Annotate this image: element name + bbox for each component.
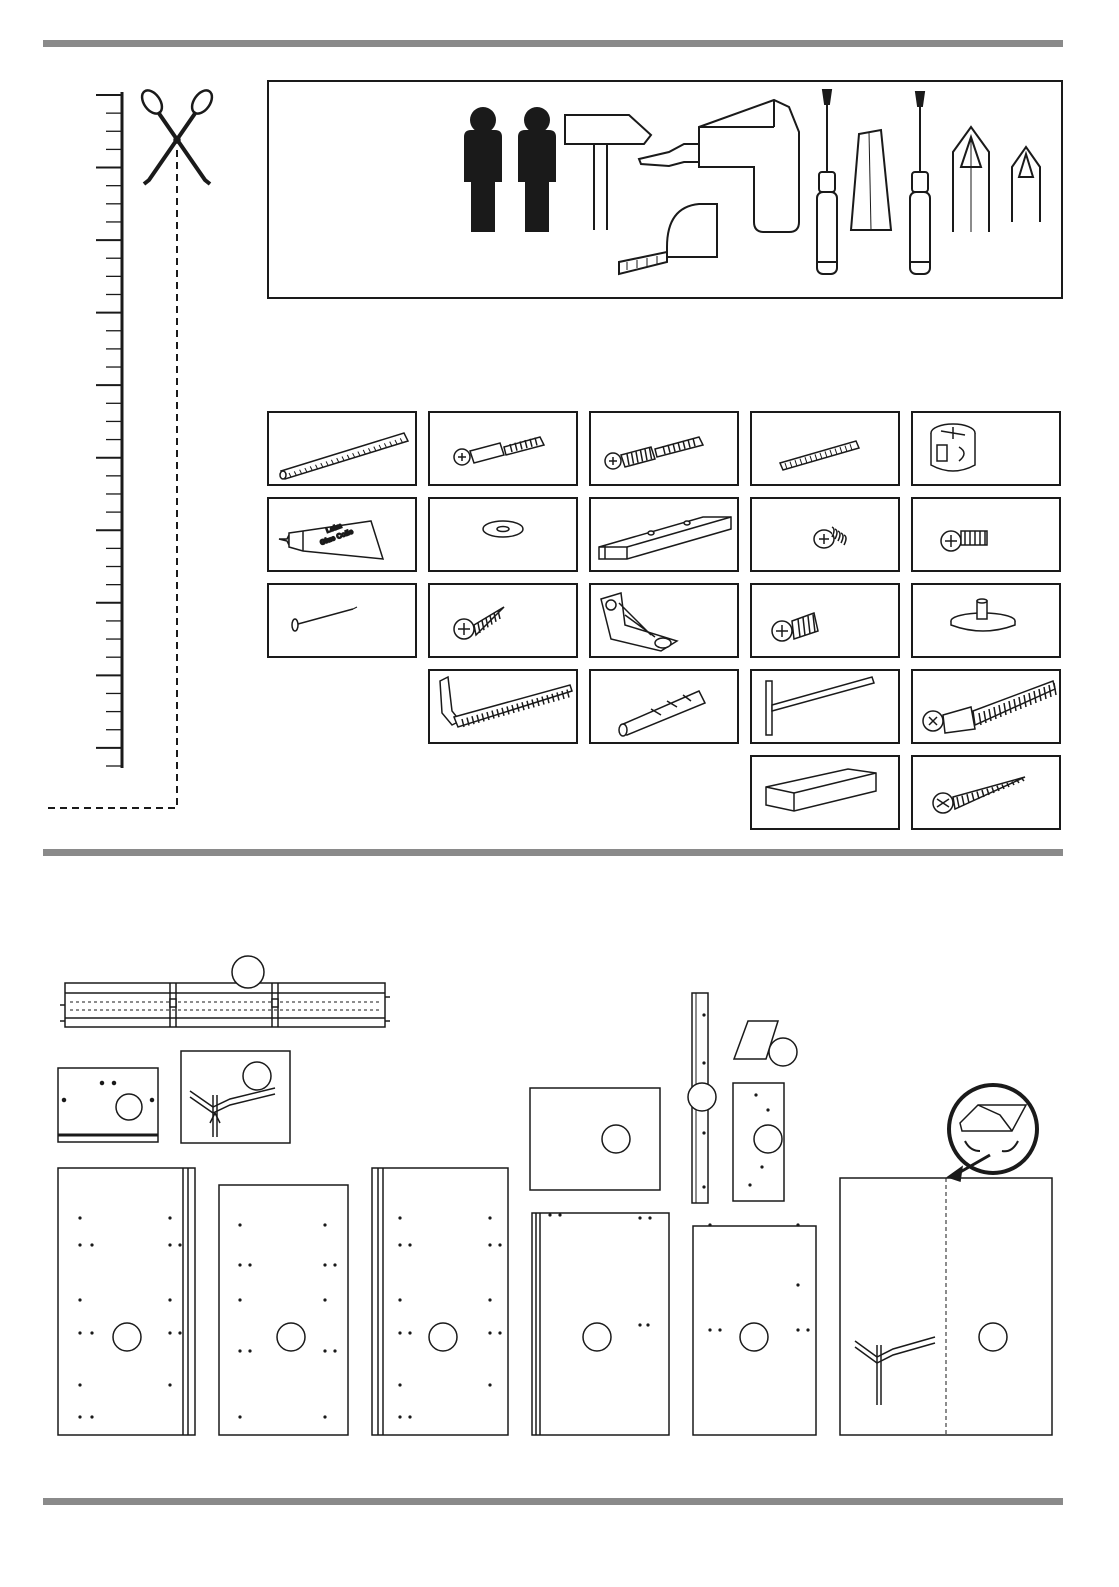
small-panel xyxy=(58,1068,158,1142)
nail-icon xyxy=(269,585,415,656)
panels-diagram xyxy=(50,955,1065,1445)
hardware-item xyxy=(428,497,578,572)
long-rail-panel xyxy=(60,956,390,1027)
cam-bolt-icon xyxy=(430,413,576,484)
side-panel-middle xyxy=(219,1185,348,1435)
cut-out-ruler xyxy=(40,80,240,820)
phillips-bit-small-icon xyxy=(1012,147,1040,222)
hardware-item xyxy=(589,669,739,744)
cam-bolt-ribbed-icon xyxy=(591,413,737,484)
tools-illustration xyxy=(269,82,1061,297)
hardware-item xyxy=(428,669,578,744)
cut-line xyxy=(48,150,177,808)
hardware-item xyxy=(750,669,900,744)
flip-over-detail-icon xyxy=(948,1085,1037,1181)
hardware-item xyxy=(911,497,1061,572)
folded-back-panel xyxy=(840,1178,1052,1435)
hardware-item xyxy=(589,497,739,572)
flathead-screwdriver-icon xyxy=(817,90,837,274)
hardware-item xyxy=(428,411,578,486)
scissors-icon xyxy=(138,87,216,184)
long-wood-screw-icon xyxy=(913,757,1059,828)
cam-lock-icon xyxy=(913,413,1059,484)
flat-bit-icon xyxy=(851,130,891,230)
top-panel xyxy=(530,1088,660,1190)
drill-icon xyxy=(639,100,799,232)
furniture-glide-icon xyxy=(913,585,1059,656)
hardware-item xyxy=(267,411,417,486)
phillips-bit-large-icon xyxy=(953,127,989,232)
hardware-item xyxy=(911,755,1061,830)
hardware-item xyxy=(750,583,900,658)
side-panel-right xyxy=(372,1168,508,1435)
hardware-item xyxy=(267,583,417,658)
wooden-dowel-small-icon xyxy=(752,413,898,484)
side-panel-left xyxy=(58,1168,195,1435)
euro-screw-icon xyxy=(752,585,898,656)
hardware-item xyxy=(911,583,1061,658)
hardware-item xyxy=(428,583,578,658)
phillips-screwdriver-icon xyxy=(910,92,930,274)
short-screw-icon xyxy=(752,499,898,570)
hardware-item xyxy=(589,411,739,486)
angle-bracket-icon xyxy=(591,585,737,656)
narrow-panel xyxy=(733,1083,784,1201)
wall-plug-icon xyxy=(591,671,737,742)
top-divider xyxy=(43,40,1063,47)
tools-panel xyxy=(267,80,1063,299)
wooden-dowel-large-icon xyxy=(269,413,415,484)
two-people-icon xyxy=(464,107,556,232)
vertical-strip-panel xyxy=(688,993,716,1203)
small-parallelogram-part xyxy=(734,1021,797,1066)
hardware-item xyxy=(589,583,739,658)
drawer-runner-icon xyxy=(591,499,737,570)
chipboard-screw-icon xyxy=(430,585,576,656)
allen-key-icon xyxy=(752,671,898,742)
hammer-icon xyxy=(565,115,651,230)
middle-divider xyxy=(43,849,1063,856)
hardware-item xyxy=(750,497,900,572)
confirmat-screw-icon xyxy=(913,671,1059,742)
hook-screw-icon xyxy=(430,671,576,742)
washer-icon xyxy=(430,499,576,570)
hardware-item xyxy=(911,669,1061,744)
machine-screw-icon xyxy=(913,499,1059,570)
hardware-item xyxy=(750,755,900,830)
wooden-block-icon xyxy=(752,757,898,828)
hardware-item xyxy=(911,411,1061,486)
hardware-item xyxy=(750,411,900,486)
bottom-divider xyxy=(43,1498,1063,1505)
joint-detail xyxy=(181,1051,290,1143)
ruler-ticks xyxy=(96,92,122,768)
tape-measure-icon xyxy=(619,204,717,274)
